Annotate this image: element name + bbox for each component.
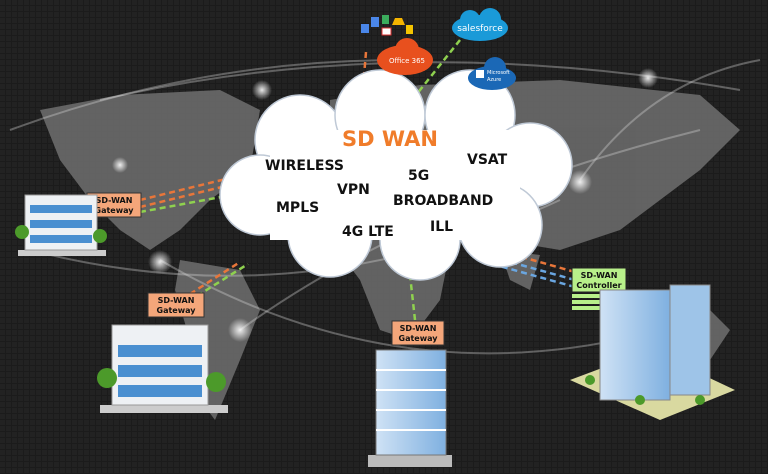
azure-label-1: Microsoft [487,70,510,76]
salesforce-cloud: salesforce [452,8,508,41]
gateway-line2: Gateway [95,206,135,215]
sd-wan-gateway-3: SD-WAN Gateway [391,320,445,346]
sd-wan-cloud [219,69,573,281]
tech-broadband: BROADBAND [393,193,493,209]
controller-line2: Controller [576,281,621,290]
tech-vsat: VSAT [467,152,508,168]
gateway-line1: SD-WAN [158,296,195,305]
cloud-title: SD WAN [342,127,438,151]
azure-label-2: Azure [487,77,501,83]
office365-cloud: Office 365 [377,38,433,75]
branch-building-3 [368,349,452,467]
gateway-line1: SD-WAN [96,196,133,205]
controller-line1: SD-WAN [581,271,618,280]
tech-mpls: MPLS [276,200,319,216]
sd-wan-controller: SD-WAN Controller [571,267,627,310]
sd-wan-gateway-2: SD-WAN Gateway [147,292,205,318]
azure-cloud: Microsoft Azure [468,57,516,90]
tech-wireless: WIRELESS [265,158,344,174]
glow-nodes [112,68,658,342]
salesforce-label: salesforce [457,24,503,34]
gateway-line1: SD-WAN [400,324,437,333]
tech-ill: ILL [430,219,453,235]
headquarters-building [570,284,735,420]
tech-4g-lte: 4G LTE [342,224,394,240]
tech-5g: 5G [408,168,429,184]
gateway-line2: Gateway [399,334,439,343]
branch-building-1 [15,194,107,256]
office365-label: Office 365 [389,57,425,65]
tech-vpn: VPN [337,182,370,198]
google-apps-icon [361,15,413,36]
gateway-line2: Gateway [157,306,197,315]
branch-building-2 [97,324,228,413]
